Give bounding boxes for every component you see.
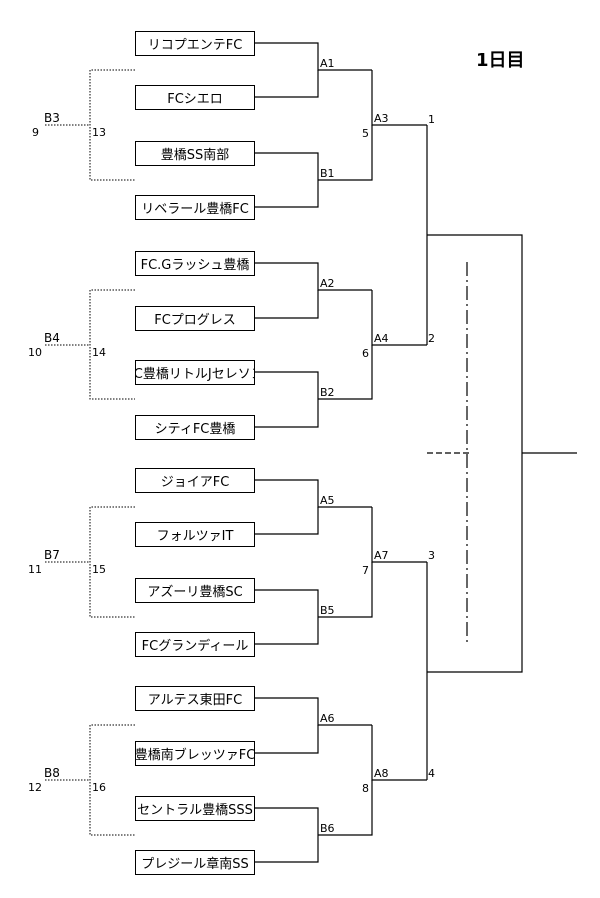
side-match-label: B8 bbox=[44, 766, 60, 780]
day-title: 1日目 bbox=[476, 50, 525, 71]
team-box: 豊橋SS南部 bbox=[135, 141, 255, 166]
side-match-label: B7 bbox=[44, 548, 60, 562]
connector-a3-bottom bbox=[318, 125, 373, 181]
connector-b2-lower bbox=[255, 399, 319, 428]
connector-a4-bottom bbox=[318, 345, 373, 400]
match-number: 4 bbox=[428, 767, 435, 780]
match-number: 7 bbox=[362, 564, 369, 577]
connector-a6-lower bbox=[255, 725, 319, 754]
connector-a2 bbox=[255, 262, 372, 291]
team-box: FCプログレス bbox=[135, 306, 255, 331]
match-number: 6 bbox=[362, 347, 369, 360]
connector-a1-lower bbox=[255, 70, 319, 98]
connector-a5-lower bbox=[255, 507, 319, 535]
team-box: FCグランディール bbox=[135, 632, 255, 657]
team-box: FC豊橋リトルJセレソン bbox=[135, 360, 255, 385]
side-match-left: 11 bbox=[28, 563, 42, 576]
connector-b2 bbox=[255, 371, 319, 399]
match-label: B5 bbox=[320, 604, 335, 617]
match-label: B2 bbox=[320, 386, 335, 399]
match-label: B1 bbox=[320, 167, 335, 180]
team-box: シティFC豊橋 bbox=[135, 415, 255, 440]
connector-a8-bottom bbox=[318, 780, 373, 836]
connector-b6 bbox=[255, 807, 319, 835]
side-match-label: B3 bbox=[44, 111, 60, 125]
side-match-left: 10 bbox=[28, 346, 42, 359]
match-label: A8 bbox=[374, 767, 389, 780]
side-match-right: 16 bbox=[92, 781, 106, 794]
side-match-label: B4 bbox=[44, 331, 60, 345]
side-match-right: 15 bbox=[92, 563, 106, 576]
connector-a1 bbox=[255, 42, 372, 71]
side-match-right: 14 bbox=[92, 346, 106, 359]
connector-a5 bbox=[255, 479, 372, 508]
match-label: A5 bbox=[320, 494, 335, 507]
team-box: フォルツァIT bbox=[135, 522, 255, 547]
connector-b1 bbox=[255, 152, 319, 180]
match-label: A7 bbox=[374, 549, 389, 562]
side-match-left: 12 bbox=[28, 781, 42, 794]
connector-b1-lower bbox=[255, 180, 319, 208]
team-box: FCシエロ bbox=[135, 85, 255, 110]
team-box: アルテス東田FC bbox=[135, 686, 255, 711]
match-number: 5 bbox=[362, 127, 369, 140]
team-box: FC.Gラッシュ豊橋 bbox=[135, 251, 255, 276]
team-box: セントラル豊橋SSS bbox=[135, 796, 255, 821]
match-number: 8 bbox=[362, 782, 369, 795]
connector-a2-lower bbox=[255, 290, 319, 319]
side-match-left: 9 bbox=[32, 126, 39, 139]
side-match-right: 13 bbox=[92, 126, 106, 139]
team-box: リベラール豊橋FC bbox=[135, 195, 255, 220]
side-bracket-b4 bbox=[89, 289, 135, 400]
side-bracket-b8 bbox=[89, 724, 135, 836]
connector-b5-lower bbox=[255, 617, 319, 645]
connector-b5 bbox=[255, 589, 319, 617]
team-box: ジョイアFC bbox=[135, 468, 255, 493]
match-label: A1 bbox=[320, 57, 335, 70]
match-label: B6 bbox=[320, 822, 335, 835]
match-label: A2 bbox=[320, 277, 335, 290]
connector-a7-bottom bbox=[318, 562, 373, 618]
connector-b6-lower bbox=[255, 835, 319, 863]
match-label: A4 bbox=[374, 332, 389, 345]
match-number: 3 bbox=[428, 549, 435, 562]
connector-a6 bbox=[255, 697, 372, 726]
team-box: プレジール章南SS bbox=[135, 850, 255, 875]
match-number: 2 bbox=[428, 332, 435, 345]
match-label: A3 bbox=[374, 112, 389, 125]
side-bracket-b7 bbox=[89, 506, 135, 618]
match-number: 1 bbox=[428, 113, 435, 126]
match-label: A6 bbox=[320, 712, 335, 725]
side-bracket-b3 bbox=[89, 69, 135, 181]
team-box: アズーリ豊橋SC bbox=[135, 578, 255, 603]
team-box: 豊橋南ブレッツァFC bbox=[135, 741, 255, 766]
team-box: リコプエンテFC bbox=[135, 31, 255, 56]
